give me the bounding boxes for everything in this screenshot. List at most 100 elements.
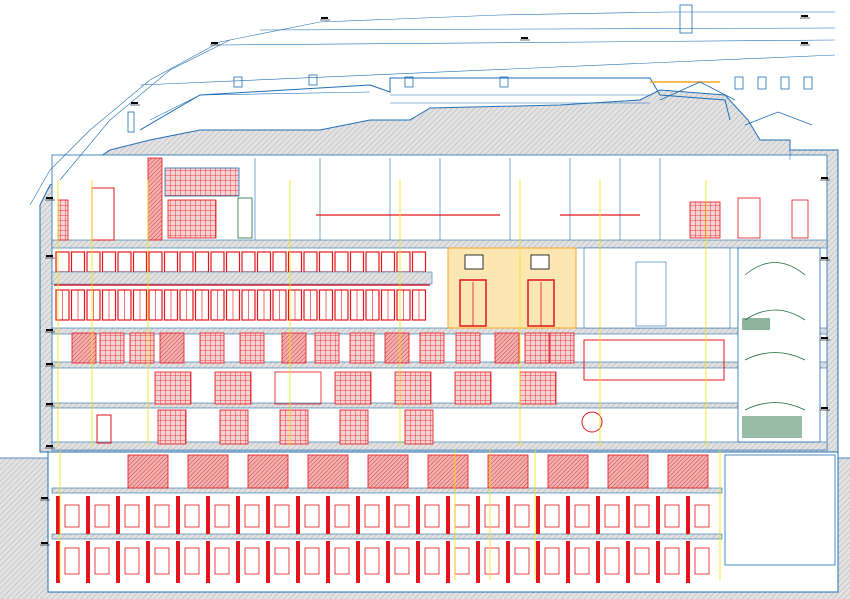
elevation-mark-tag <box>521 37 528 39</box>
elevation-mark-tag <box>46 255 53 257</box>
mezzanine-room <box>454 371 492 405</box>
floor-band <box>51 271 433 285</box>
basement-opening <box>634 547 650 575</box>
main-floor <box>71 332 575 364</box>
basement-opening <box>544 504 560 528</box>
basement-upper-bay <box>307 454 349 489</box>
main-floor-room <box>159 332 185 364</box>
elevation-mark-tag <box>821 177 828 179</box>
basement-pier <box>566 496 570 534</box>
basement-pier <box>386 541 390 583</box>
elevation-marks <box>40 15 830 546</box>
basement-opening <box>274 547 290 575</box>
basement-opening <box>664 504 680 528</box>
basement-opening <box>154 547 170 575</box>
basement-opening <box>484 504 500 528</box>
elevation-mark-tag <box>46 329 53 331</box>
basement-upper-bay <box>427 454 469 489</box>
basement-opening <box>634 504 650 528</box>
main-floor-room <box>494 332 520 364</box>
contour-lines <box>29 11 836 206</box>
basement-opening <box>304 547 320 575</box>
basement-pier <box>506 541 510 583</box>
basement-pier <box>386 496 390 534</box>
mezzanine-room <box>154 371 192 405</box>
basement-opening <box>64 547 80 575</box>
basement-pier <box>446 496 450 534</box>
basement-pier <box>146 496 150 534</box>
basement-pier <box>176 541 180 583</box>
basement-pier <box>536 541 540 583</box>
basement-pier <box>476 496 480 534</box>
elevation-mark-tag <box>131 102 138 104</box>
ground-door <box>96 414 112 444</box>
ground-room <box>219 409 249 445</box>
basement <box>56 454 836 583</box>
mezzanine-room <box>519 371 557 405</box>
ground-floor <box>96 409 603 445</box>
basement-opening <box>514 504 530 528</box>
basement-opening <box>694 547 710 575</box>
basement-opening <box>124 504 140 528</box>
basement-pier <box>596 496 600 534</box>
basement-upper-bay <box>247 454 289 489</box>
basement-pier <box>446 541 450 583</box>
basement-pier <box>296 496 300 534</box>
upper-floor <box>51 251 433 321</box>
basement-pier <box>206 541 210 583</box>
elevation-mark-tag <box>821 407 828 409</box>
basement-opening <box>544 547 560 575</box>
basement-opening <box>334 547 350 575</box>
mezzanine-room <box>394 371 432 405</box>
elevation-mark-tag <box>46 363 53 365</box>
basement-pier <box>506 496 510 534</box>
basement-pier <box>356 541 360 583</box>
basement-opening <box>394 504 410 528</box>
basement-opening <box>364 547 380 575</box>
elevation-mark-tag <box>821 257 828 259</box>
main-floor-room <box>419 332 445 364</box>
ground-round-feature <box>581 411 603 433</box>
main-floor-room <box>349 332 375 364</box>
basement-upper-bay <box>187 454 229 489</box>
elevation-mark-tag <box>321 17 328 19</box>
basement-opening <box>214 547 230 575</box>
basement-opening <box>514 547 530 575</box>
ground-room <box>279 409 309 445</box>
basement-opening <box>184 504 200 528</box>
mezzanine-room <box>274 371 322 405</box>
basement-upper-bay <box>667 454 709 489</box>
basement-opening <box>664 547 680 575</box>
basement-opening <box>424 547 440 575</box>
basement-opening <box>424 504 440 528</box>
main-floor-room <box>384 332 410 364</box>
basement-opening <box>574 547 590 575</box>
elevation-mark-tag <box>821 337 828 339</box>
basement-upper-bay <box>367 454 409 489</box>
basement-pier <box>476 541 480 583</box>
basement-pier <box>146 541 150 583</box>
elevation-mark-tag <box>211 42 218 44</box>
elevation-mark-tag <box>46 197 53 199</box>
basement-pier <box>656 496 660 534</box>
basement-opening <box>604 547 620 575</box>
basement-opening <box>274 504 290 528</box>
basement-pier <box>56 496 60 534</box>
basement-opening <box>304 504 320 528</box>
ground-room <box>339 409 369 445</box>
roof <box>127 4 813 133</box>
elevation-mark-tag <box>41 542 48 544</box>
basement-east-shaft <box>724 454 836 566</box>
basement-pier <box>356 496 360 534</box>
main-floor-room <box>239 332 265 364</box>
basement-pier <box>656 541 660 583</box>
basement-opening <box>574 504 590 528</box>
basement-pier <box>416 541 420 583</box>
elevation-mark-tag <box>46 445 53 447</box>
ornate-doors <box>447 247 577 329</box>
basement-pier <box>326 496 330 534</box>
main-floor-room <box>199 332 225 364</box>
basement-upper-bay <box>607 454 649 489</box>
basement-opening <box>244 547 260 575</box>
